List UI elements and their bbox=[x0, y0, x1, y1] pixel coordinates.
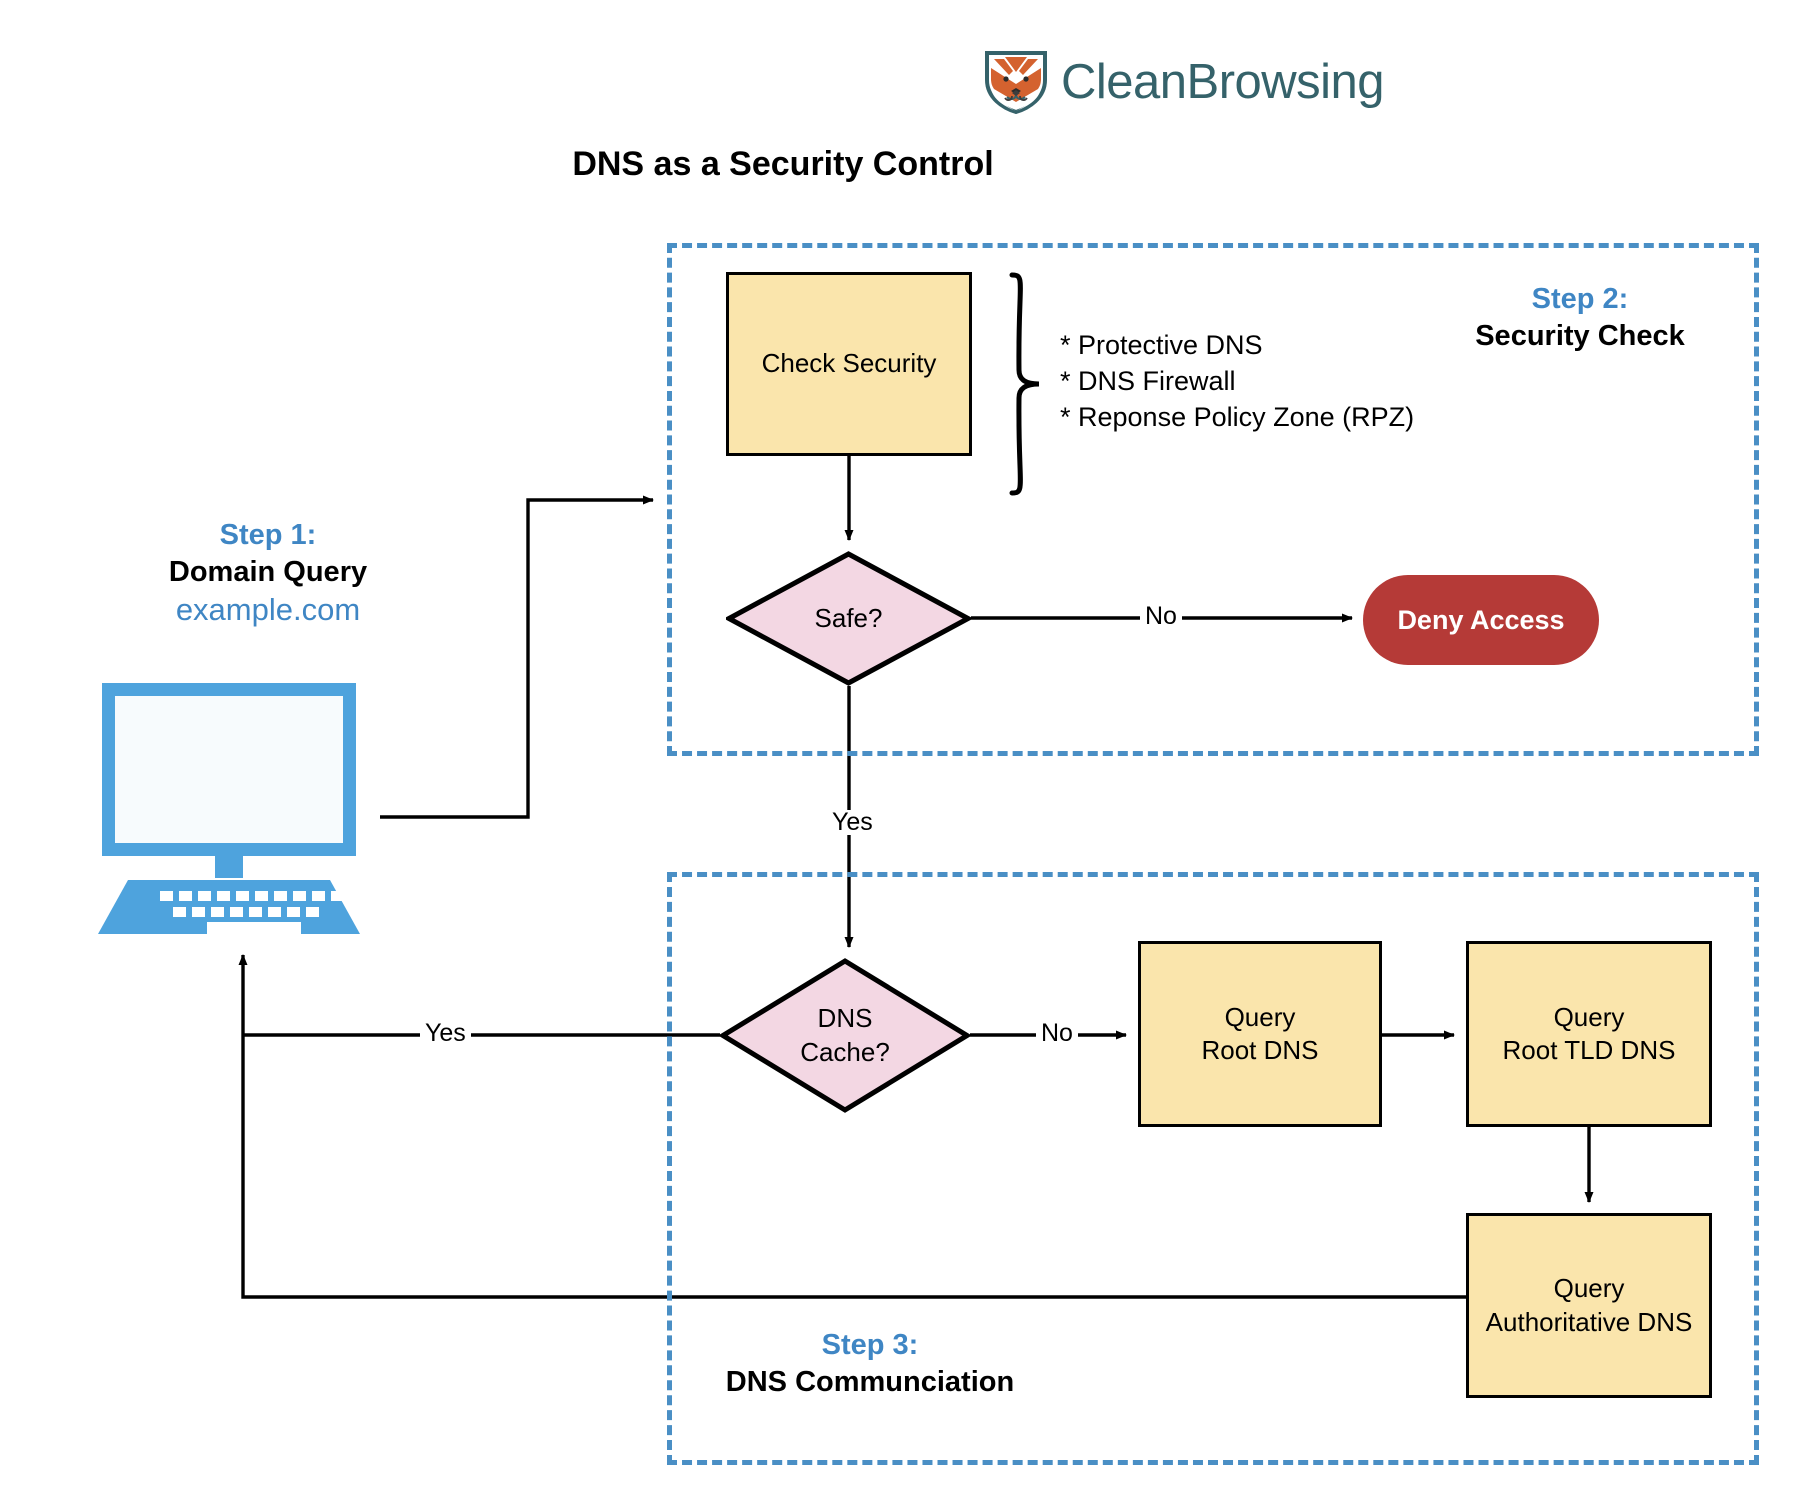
step3-number: Step 3: bbox=[821, 1329, 919, 1361]
node-query-root-tld-dns[interactable]: Query Root TLD DNS bbox=[1466, 941, 1712, 1127]
node-dns-cache-decision[interactable]: DNS Cache? bbox=[720, 958, 970, 1113]
edge-label-safe-yes: Yes bbox=[827, 810, 878, 835]
node-query-tld-line2: Root TLD DNS bbox=[1502, 1035, 1676, 1065]
step1-label: Step 1: Domain Query example.com bbox=[78, 517, 458, 629]
node-query-root-line2: Root DNS bbox=[1201, 1035, 1319, 1065]
step3-title: DNS Communciation bbox=[725, 1365, 1015, 1398]
edge-label-safe-no: No bbox=[1140, 604, 1182, 629]
fox-shield-icon bbox=[985, 51, 1047, 114]
node-query-root-dns[interactable]: Query Root DNS bbox=[1138, 941, 1382, 1127]
node-query-auth-line1: Query bbox=[1553, 1273, 1625, 1304]
page-title: DNS as a Security Control bbox=[572, 145, 994, 183]
node-safe-label: Safe? bbox=[814, 602, 883, 633]
node-query-auth-line2: Authoritative DNS bbox=[1485, 1306, 1693, 1337]
brand-logo-group: CleanBrowsing bbox=[985, 50, 1385, 114]
computer-icon bbox=[98, 683, 360, 934]
step1-title: Domain Query bbox=[168, 555, 368, 588]
edge-label-cache-yes: Yes bbox=[420, 1021, 471, 1046]
node-deny-access[interactable]: Deny Access bbox=[1363, 575, 1599, 665]
edge-label-cache-no: No bbox=[1036, 1021, 1078, 1046]
security-method-item: * Protective DNS bbox=[1060, 330, 1263, 360]
node-query-authoritative-dns[interactable]: Query Authoritative DNS bbox=[1466, 1213, 1712, 1398]
node-query-tld-line1: Query bbox=[1553, 1001, 1625, 1032]
step2-number: Step 2: bbox=[1531, 283, 1629, 315]
node-query-root-line1: Query bbox=[1224, 1001, 1296, 1032]
brand-name: CleanBrowsing bbox=[1061, 55, 1385, 109]
security-method-item: * Reponse Policy Zone (RPZ) bbox=[1060, 401, 1415, 432]
step2-title: Security Check bbox=[1475, 319, 1685, 352]
node-check-security-label: Check Security bbox=[761, 348, 937, 379]
step2-container bbox=[667, 243, 1759, 756]
node-safe-decision[interactable]: Safe? bbox=[726, 551, 971, 686]
security-methods-list: * Protective DNS * DNS Firewall * Repons… bbox=[1060, 328, 1414, 436]
diamond-shape bbox=[726, 551, 971, 686]
node-dns-cache-line1: DNS bbox=[817, 1003, 873, 1034]
security-method-item: * DNS Firewall bbox=[1060, 365, 1236, 396]
diamond-shape bbox=[720, 958, 970, 1113]
step1-domain: example.com bbox=[175, 592, 361, 628]
step3-container bbox=[667, 872, 1759, 1465]
node-deny-access-label: Deny Access bbox=[1397, 604, 1565, 635]
curly-brace-icon bbox=[1009, 272, 1040, 496]
node-check-security[interactable]: Check Security bbox=[726, 272, 972, 456]
step3-label: Step 3: DNS Communciation bbox=[680, 1327, 1060, 1400]
step2-label: Step 2: Security Check bbox=[1420, 281, 1740, 354]
node-dns-cache-line2: Cache? bbox=[800, 1036, 890, 1067]
step1-number: Step 1: bbox=[219, 519, 317, 551]
